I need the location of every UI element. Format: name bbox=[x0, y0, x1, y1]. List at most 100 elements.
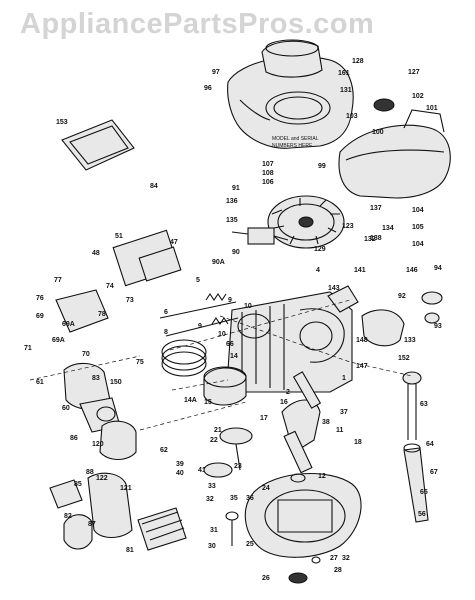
label-84: 84 bbox=[150, 183, 158, 190]
label-146: 146 bbox=[406, 267, 418, 274]
label-81: 81 bbox=[126, 547, 134, 554]
label-90a: 90A bbox=[212, 259, 225, 266]
label-14: 14 bbox=[230, 353, 238, 360]
label-153: 153 bbox=[56, 119, 68, 126]
label-2: 2 bbox=[286, 389, 290, 396]
label-61: 61 bbox=[36, 379, 44, 386]
label-18: 18 bbox=[354, 439, 362, 446]
label-70: 70 bbox=[82, 351, 90, 358]
label-26: 26 bbox=[262, 575, 270, 582]
label-8: 8 bbox=[164, 329, 168, 336]
label-92: 92 bbox=[398, 293, 406, 300]
label-65: 65 bbox=[420, 489, 428, 496]
label-141: 141 bbox=[354, 267, 366, 274]
label-64: 64 bbox=[426, 441, 434, 448]
note-model-serial: MODEL and SERIAL bbox=[272, 136, 319, 142]
label-104a: 104 bbox=[412, 207, 424, 214]
label-41: 41 bbox=[198, 467, 206, 474]
label-12: 12 bbox=[318, 473, 326, 480]
label-136: 136 bbox=[226, 198, 238, 205]
note-numbers-here: NUMBERS HERE bbox=[272, 143, 313, 149]
label-122: 122 bbox=[96, 475, 108, 482]
label-105: 105 bbox=[412, 224, 424, 231]
label-93: 93 bbox=[434, 323, 442, 330]
label-10a: 10 bbox=[244, 303, 252, 310]
label-83: 83 bbox=[92, 375, 100, 382]
label-104b: 104 bbox=[412, 241, 424, 248]
part-number-labels: 128 127 97 161 96 131 102 101 103 100 15… bbox=[24, 58, 442, 582]
label-1: 1 bbox=[342, 375, 346, 382]
label-71: 71 bbox=[24, 345, 32, 352]
label-38: 38 bbox=[322, 419, 330, 426]
label-96: 96 bbox=[204, 85, 212, 92]
label-4: 4 bbox=[316, 267, 320, 274]
governor-linkage bbox=[327, 285, 443, 347]
label-56: 56 bbox=[418, 511, 426, 518]
label-14a: 14A bbox=[184, 397, 197, 404]
blower-housing: MODEL and SERIAL NUMBERS HERE bbox=[227, 39, 354, 149]
label-40: 40 bbox=[176, 470, 184, 477]
label-16: 16 bbox=[280, 399, 288, 406]
label-31: 31 bbox=[210, 527, 218, 534]
label-76: 76 bbox=[36, 295, 44, 302]
label-69: 69 bbox=[36, 313, 44, 320]
label-128: 128 bbox=[352, 58, 364, 65]
label-120: 120 bbox=[92, 441, 104, 448]
label-77: 77 bbox=[54, 277, 62, 284]
label-74: 74 bbox=[106, 283, 114, 290]
label-32: 32 bbox=[206, 496, 214, 503]
label-138: 138 bbox=[370, 235, 382, 242]
label-33: 33 bbox=[208, 483, 216, 490]
label-15: 15 bbox=[204, 399, 212, 406]
label-137: 137 bbox=[370, 205, 382, 212]
label-91: 91 bbox=[232, 185, 240, 192]
label-24: 24 bbox=[262, 485, 270, 492]
label-60: 60 bbox=[62, 405, 70, 412]
label-150: 150 bbox=[110, 379, 122, 386]
label-87: 87 bbox=[88, 521, 96, 528]
label-5: 5 bbox=[196, 277, 200, 284]
label-107: 107 bbox=[262, 161, 274, 168]
label-78: 78 bbox=[98, 311, 106, 318]
label-161: 161 bbox=[338, 70, 350, 77]
piston-rings bbox=[161, 339, 247, 406]
carburetor bbox=[55, 289, 121, 433]
muffler-parts bbox=[49, 420, 187, 551]
label-22: 22 bbox=[210, 437, 218, 444]
label-69a: 69A bbox=[52, 337, 65, 344]
label-48: 48 bbox=[92, 250, 100, 257]
label-102: 102 bbox=[412, 93, 424, 100]
dashed-guide-lines bbox=[29, 299, 413, 431]
label-147: 147 bbox=[356, 363, 368, 370]
label-129: 129 bbox=[314, 246, 326, 253]
label-27: 27 bbox=[330, 555, 338, 562]
label-63: 63 bbox=[420, 401, 428, 408]
label-88: 88 bbox=[86, 469, 94, 476]
label-28: 28 bbox=[334, 567, 342, 574]
label-9a: 9 bbox=[228, 297, 232, 304]
label-6: 6 bbox=[164, 309, 168, 316]
label-23: 23 bbox=[234, 463, 242, 470]
label-82: 82 bbox=[64, 513, 72, 520]
label-10b: 10 bbox=[218, 331, 226, 338]
ignition-module bbox=[231, 227, 289, 245]
label-101: 101 bbox=[426, 105, 438, 112]
label-37: 37 bbox=[340, 409, 348, 416]
label-133: 133 bbox=[404, 337, 416, 344]
dipstick-tube bbox=[402, 371, 429, 523]
label-39: 39 bbox=[176, 461, 184, 468]
label-30: 30 bbox=[208, 543, 216, 550]
label-131: 131 bbox=[340, 87, 352, 94]
label-99: 99 bbox=[318, 163, 326, 170]
label-69a-top: 69A bbox=[62, 321, 75, 328]
label-134: 134 bbox=[382, 225, 394, 232]
label-106: 106 bbox=[262, 179, 274, 186]
label-127: 127 bbox=[408, 69, 420, 76]
label-135: 135 bbox=[226, 217, 238, 224]
label-85: 85 bbox=[74, 481, 82, 488]
label-143: 143 bbox=[328, 285, 340, 292]
label-36: 36 bbox=[246, 495, 254, 502]
label-47: 47 bbox=[170, 239, 178, 246]
fuel-tank bbox=[338, 98, 451, 199]
